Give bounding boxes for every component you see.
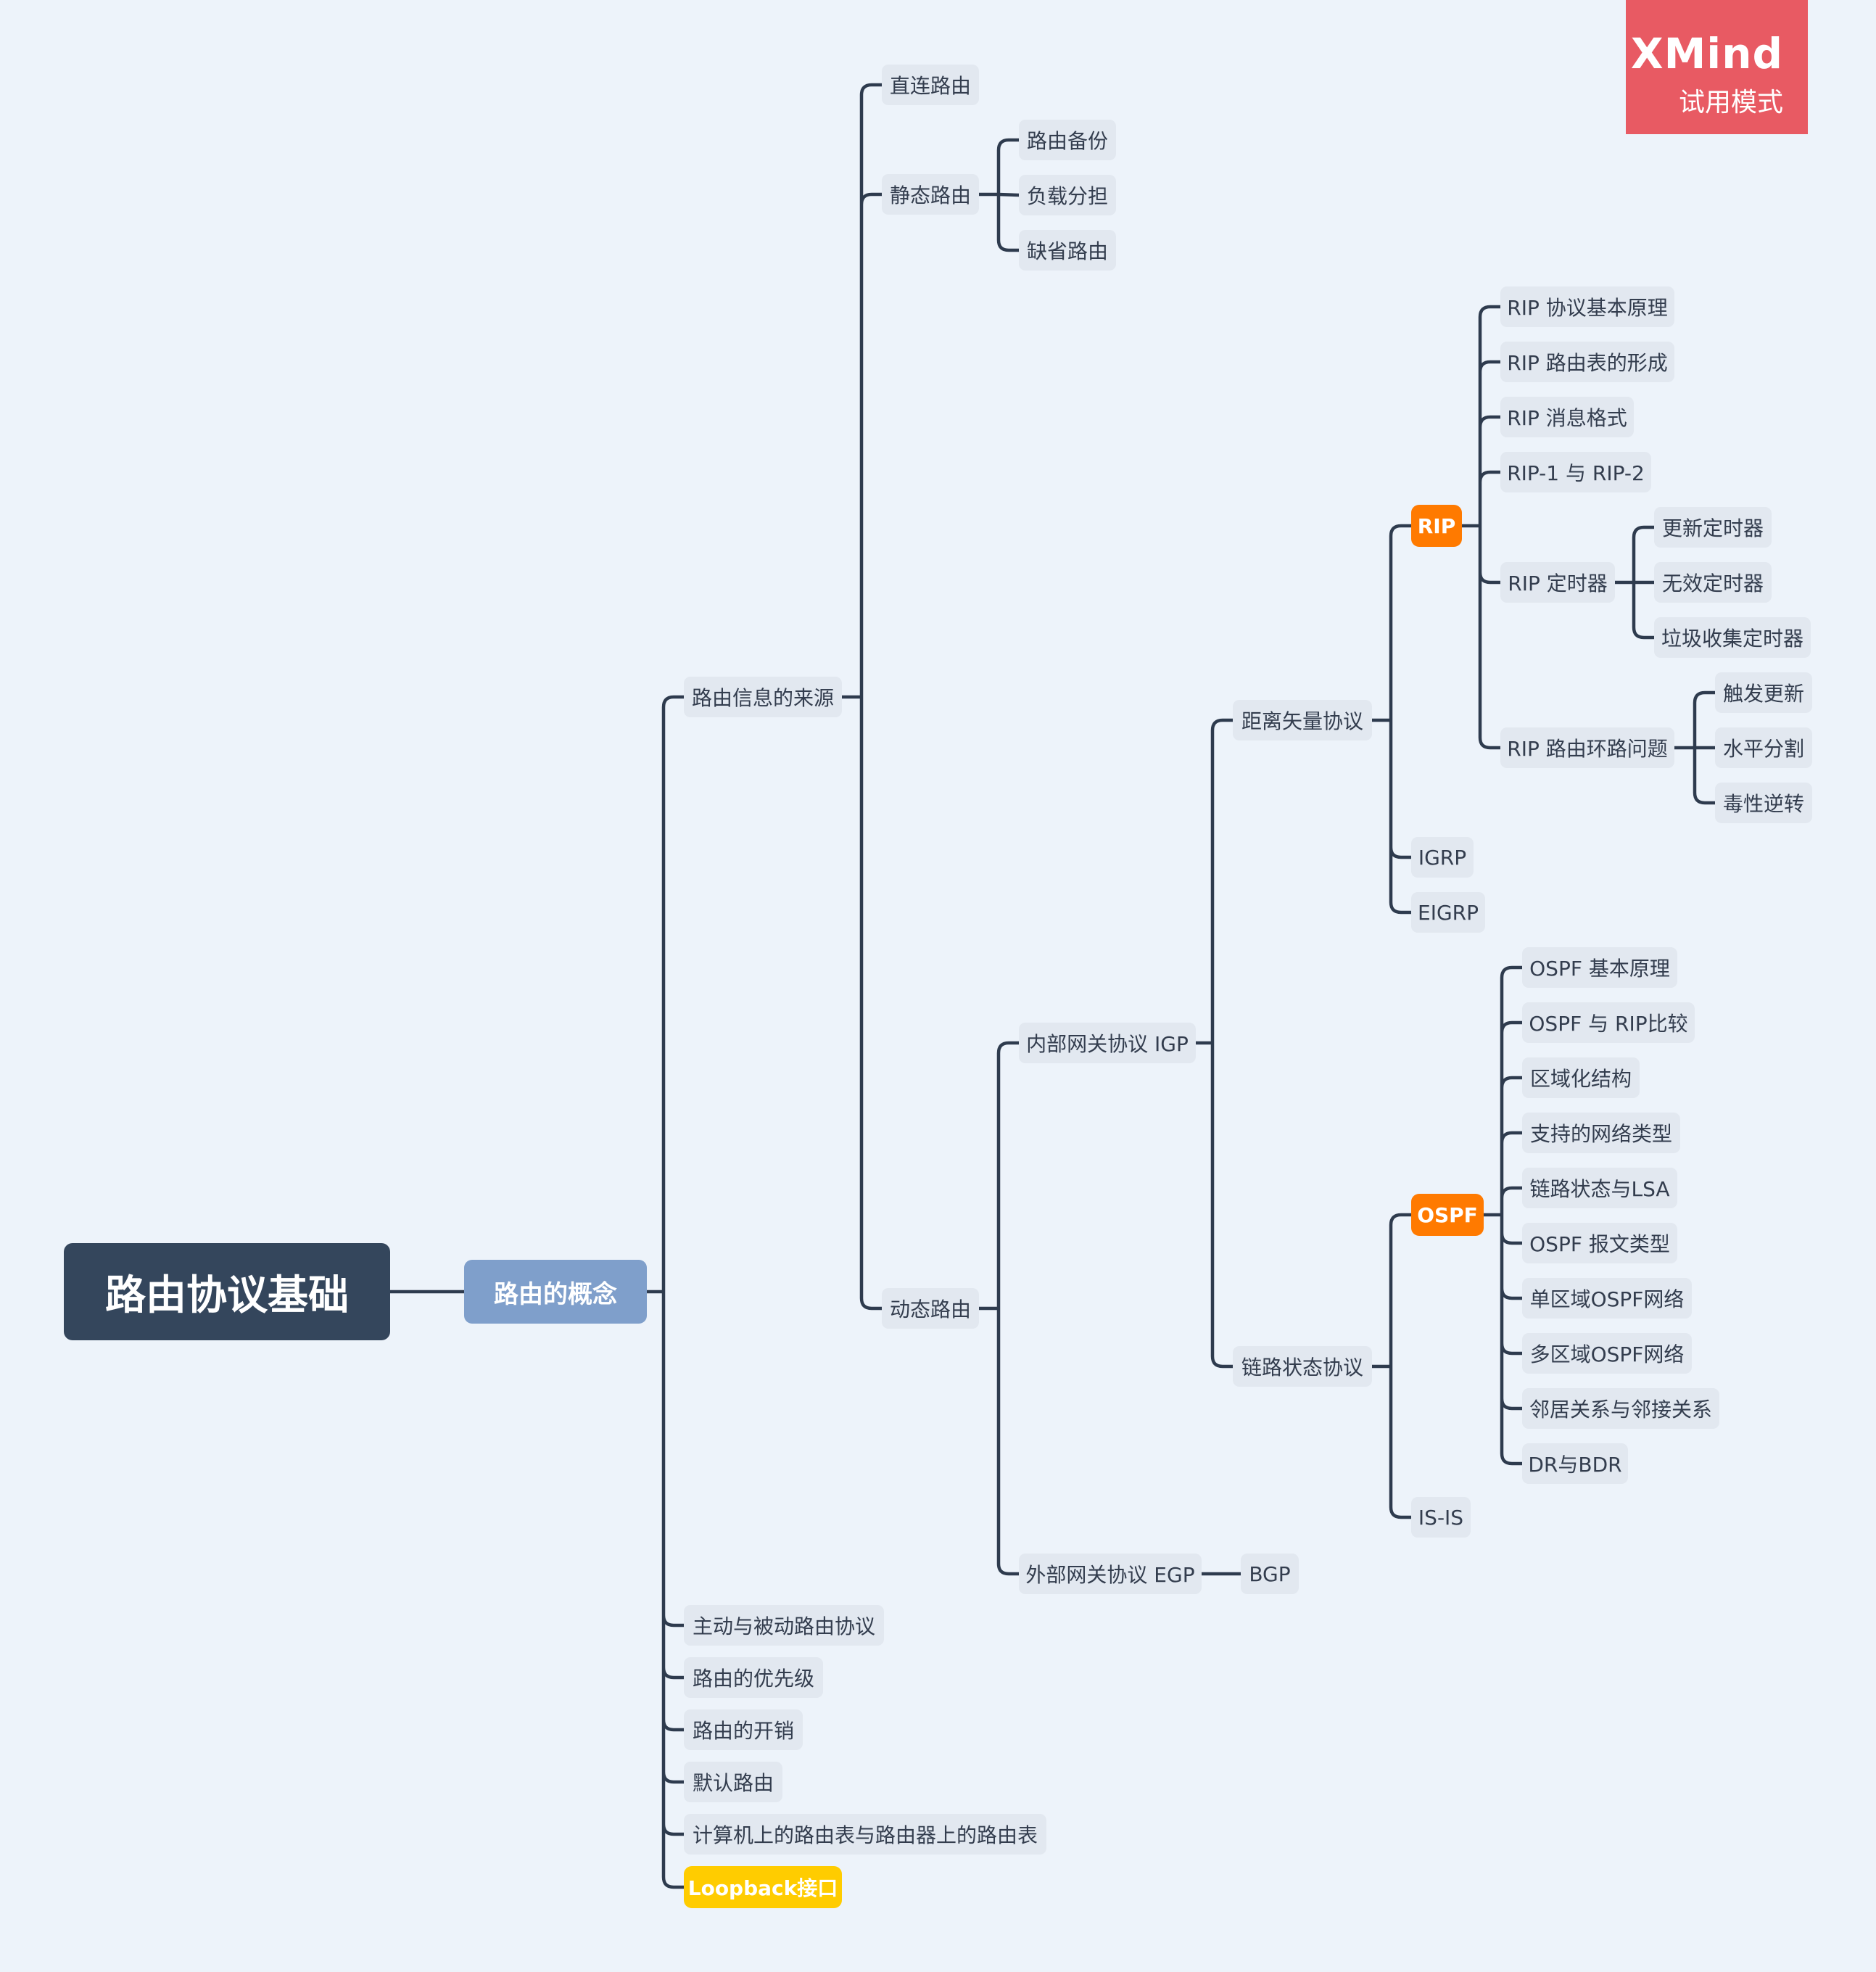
topic-rip-loop-issue[interactable]: RIP 路由环路问题 [1500,727,1674,768]
topic-ospf[interactable]: OSPF [1411,1194,1484,1236]
xmind-logo-text: XMind [1630,29,1783,78]
topic-link-state-lsa[interactable]: 链路状态与LSA [1522,1168,1677,1208]
topic-pc-vs-router-table[interactable]: 计算机上的路由表与路由器上的路由表 [684,1814,1046,1855]
topic-direct-route[interactable]: 直连路由 [882,65,979,105]
topic-route-cost[interactable]: 路由的开销 [684,1709,803,1750]
topic-dynamic-route[interactable]: 动态路由 [882,1288,979,1329]
topic-multi-area-ospf[interactable]: 多区域OSPF网络 [1522,1333,1692,1374]
topic-rip-message-format[interactable]: RIP 消息格式 [1500,397,1634,437]
connector-source [840,83,884,1311]
topic-network-types[interactable]: 支持的网络类型 [1522,1113,1680,1153]
connector-rip [1460,305,1503,750]
connector-ospf [1482,965,1524,1466]
topic-split-horizon[interactable]: 水平分割 [1715,727,1812,768]
topic-link-state[interactable]: 链路状态协议 [1233,1346,1372,1387]
topic-bgp[interactable]: BGP [1241,1554,1299,1594]
topic-loopback-interface[interactable]: Loopback接口 [684,1866,842,1908]
topic-active-passive-protocol[interactable]: 主动与被动路由协议 [684,1605,884,1646]
topic-dr-bdr[interactable]: DR与BDR [1522,1443,1628,1484]
topic-neighbor-adjacency[interactable]: 邻居关系与邻接关系 [1522,1388,1719,1429]
topic-load-sharing[interactable]: 负载分担 [1019,175,1116,215]
topic-route-backup[interactable]: 路由备份 [1019,120,1116,160]
topic-distance-vector[interactable]: 距离矢量协议 [1233,700,1372,740]
topic-rip[interactable]: RIP [1411,505,1462,547]
connector-dv [1370,524,1413,915]
connector-dynamic [977,1041,1021,1576]
topic-poison-reverse[interactable]: 毒性逆转 [1715,783,1812,823]
topic-default-route[interactable]: 默认路由 [684,1762,782,1802]
topic-rip1-rip2[interactable]: RIP-1 与 RIP-2 [1500,452,1651,492]
connector-igp [1194,718,1235,1369]
topic-is-is[interactable]: IS-IS [1411,1497,1471,1538]
connector-rloop [1672,690,1717,805]
topic-route-priority[interactable]: 路由的优先级 [684,1657,823,1698]
topic-default-static-route[interactable]: 缺省路由 [1019,230,1116,271]
topic-garbage-timer[interactable]: 垃圾收集定时器 [1654,617,1811,658]
topic-rip-table-forming[interactable]: RIP 路由表的形成 [1500,342,1674,382]
topic-single-area-ospf[interactable]: 单区域OSPF网络 [1522,1278,1692,1319]
topic-egp[interactable]: 外部网关协议 EGP [1019,1554,1202,1594]
main-topic-route-concept[interactable]: 路由的概念 [464,1260,647,1324]
topic-rip-principle[interactable]: RIP 协议基本原理 [1500,286,1674,327]
topic-igp[interactable]: 内部网关协议 IGP [1019,1023,1196,1063]
topic-route-info-source[interactable]: 路由信息的来源 [684,677,842,717]
root-topic[interactable]: 路由协议基础 [64,1243,390,1340]
xmind-trial-badge: XMind 试用模式 [1626,0,1808,134]
topic-triggered-update[interactable]: 触发更新 [1715,672,1812,713]
connector-rtimer [1613,525,1656,640]
topic-eigrp[interactable]: EIGRP [1411,892,1485,933]
topic-update-timer[interactable]: 更新定时器 [1654,507,1772,548]
topic-area-structure[interactable]: 区域化结构 [1522,1057,1640,1098]
connector-ls [1370,1213,1413,1519]
topic-igrp[interactable]: IGRP [1411,837,1474,878]
trial-mode-label: 试用模式 [1678,88,1783,117]
topic-ospf-packet-types[interactable]: OSPF 报文类型 [1522,1223,1677,1263]
topic-ospf-vs-rip[interactable]: OSPF 与 RIP比较 [1522,1002,1695,1043]
topic-static-route[interactable]: 静态路由 [882,174,979,215]
connector-static [977,138,1021,252]
topic-invalid-timer[interactable]: 无效定时器 [1654,562,1772,603]
topic-rip-timers[interactable]: RIP 定时器 [1500,562,1615,603]
topic-ospf-principle[interactable]: OSPF 基本原理 [1522,947,1677,988]
connector-concept [645,695,686,1889]
